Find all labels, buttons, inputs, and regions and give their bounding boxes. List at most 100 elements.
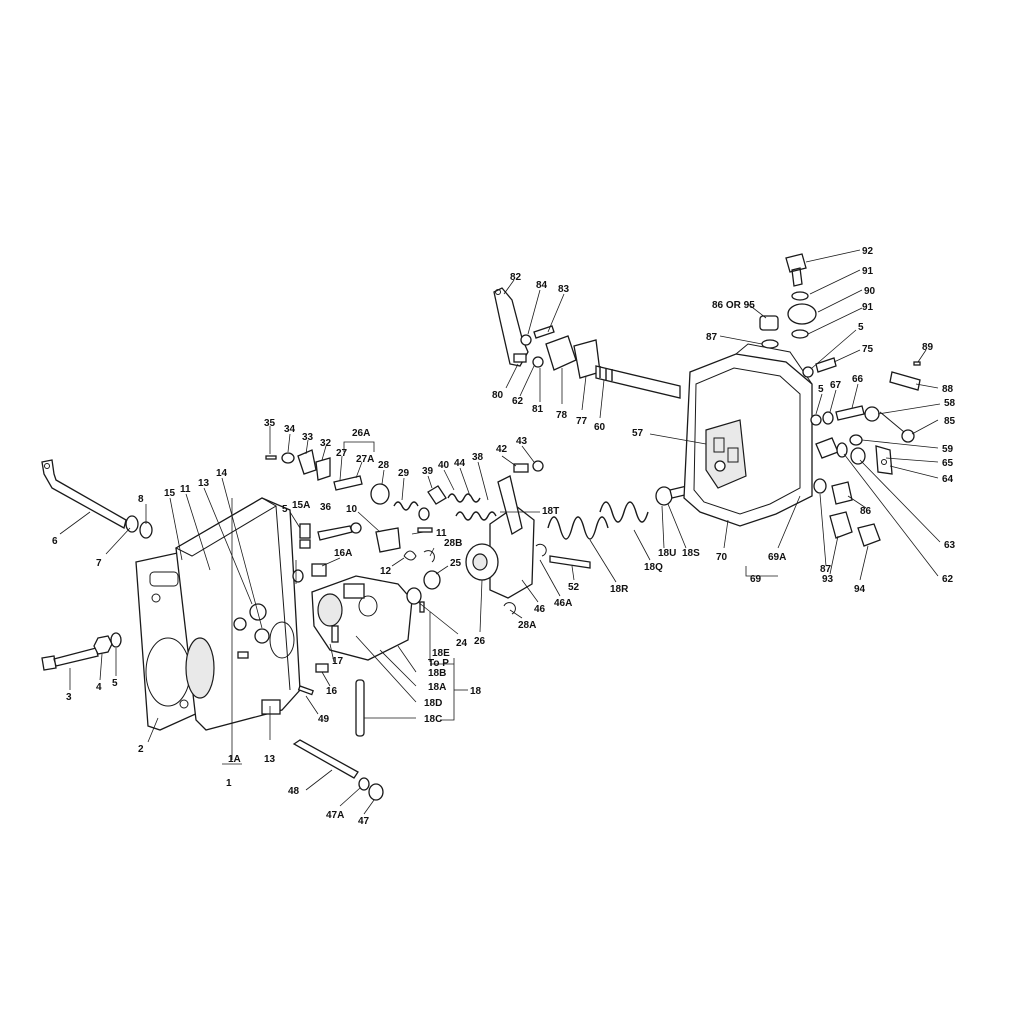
label-84: 84 bbox=[536, 280, 548, 291]
screw-part bbox=[315, 663, 329, 673]
label-64: 64 bbox=[942, 474, 954, 485]
pin-part bbox=[331, 625, 339, 643]
clip-part bbox=[403, 550, 417, 561]
washer-part bbox=[418, 507, 430, 521]
label-39: 39 bbox=[422, 466, 434, 477]
label-2: 2 bbox=[138, 744, 144, 755]
washer-part bbox=[125, 515, 139, 533]
weight-carrier-part bbox=[705, 419, 747, 489]
label-26A: 26A bbox=[352, 428, 370, 439]
pin-part bbox=[265, 455, 277, 460]
label-78: 78 bbox=[556, 410, 568, 421]
label-60: 60 bbox=[594, 422, 606, 433]
washer-part bbox=[358, 777, 370, 791]
label-11b: 11 bbox=[436, 528, 447, 539]
label-46: 46 bbox=[534, 604, 546, 615]
label-40: 40 bbox=[438, 460, 450, 471]
label-18C: 18C bbox=[424, 714, 442, 725]
label-66: 66 bbox=[852, 374, 864, 385]
screw-part bbox=[299, 523, 311, 539]
washer-part bbox=[292, 569, 304, 583]
label-94: 94 bbox=[854, 584, 866, 595]
label-38: 38 bbox=[472, 452, 484, 463]
rotor-assembly-group bbox=[265, 449, 715, 673]
label-91b: 91 bbox=[862, 302, 874, 313]
washer-part bbox=[822, 411, 834, 425]
ball-part bbox=[901, 429, 915, 443]
pump-housing-group bbox=[41, 459, 384, 801]
label-87: 87 bbox=[706, 332, 718, 343]
bolt-part bbox=[41, 647, 99, 671]
washer-part bbox=[791, 329, 809, 339]
plate-part bbox=[315, 457, 331, 481]
label-7: 7 bbox=[96, 558, 102, 569]
bolt-head bbox=[350, 522, 362, 534]
label-86b: 86 bbox=[860, 506, 872, 517]
pin-part bbox=[419, 601, 425, 613]
label-26: 26 bbox=[474, 636, 486, 647]
label-62b: 62 bbox=[942, 574, 954, 585]
pin-part bbox=[417, 527, 433, 533]
housing-boss bbox=[254, 628, 270, 644]
label-18D: 18D bbox=[424, 698, 442, 709]
washer-part bbox=[849, 434, 863, 446]
label-3: 3 bbox=[66, 692, 72, 703]
label-58: 58 bbox=[944, 398, 956, 409]
banjo-part bbox=[787, 303, 817, 325]
linkage-rod-part bbox=[41, 459, 127, 529]
label-42: 42 bbox=[496, 444, 508, 455]
rotor-port bbox=[358, 595, 378, 617]
label-17: 17 bbox=[332, 656, 344, 667]
label-80: 80 bbox=[492, 390, 504, 401]
label-85: 85 bbox=[944, 416, 956, 427]
label-47: 47 bbox=[358, 816, 370, 827]
label-91: 91 bbox=[862, 266, 874, 277]
pin-part bbox=[879, 411, 905, 433]
label-24: 24 bbox=[456, 638, 468, 649]
label-4: 4 bbox=[96, 682, 102, 693]
label-65: 65 bbox=[942, 458, 954, 469]
governor-arm-part bbox=[497, 475, 523, 536]
label-5c: 5 bbox=[858, 322, 864, 333]
washer-part bbox=[802, 366, 814, 378]
label-1A: 1A bbox=[228, 754, 241, 765]
label-75: 75 bbox=[862, 344, 874, 355]
label-36: 36 bbox=[320, 502, 332, 513]
cup-part bbox=[370, 483, 390, 505]
screw-part bbox=[299, 539, 311, 549]
nut-part bbox=[93, 635, 113, 655]
label-88: 88 bbox=[942, 384, 954, 395]
carrier-slot bbox=[713, 437, 725, 453]
label-77: 77 bbox=[576, 416, 588, 427]
washer-part bbox=[791, 291, 809, 301]
label-16: 16 bbox=[326, 686, 338, 697]
housing-flange bbox=[693, 367, 801, 515]
pin-part bbox=[913, 361, 921, 366]
carrier-pin bbox=[714, 460, 726, 472]
small-plug-part bbox=[237, 651, 249, 659]
shaft-part bbox=[292, 739, 359, 779]
governor-housing-part bbox=[683, 353, 813, 527]
label-87b: 87 bbox=[820, 564, 832, 575]
link-part bbox=[427, 485, 447, 505]
label-14: 14 bbox=[216, 468, 228, 479]
washer-part bbox=[139, 521, 153, 539]
housing-boss bbox=[233, 617, 247, 631]
label-1: 1 bbox=[226, 778, 232, 789]
part-labels: 6 7 8 3 4 5 2 15 11 13 14 1A 1 13 5 15A … bbox=[52, 246, 956, 827]
nut-part bbox=[532, 356, 544, 368]
label-32: 32 bbox=[320, 438, 332, 449]
rotor-boss bbox=[343, 583, 365, 599]
label-90: 90 bbox=[864, 286, 876, 297]
bolt-part bbox=[317, 525, 353, 541]
label-10: 10 bbox=[346, 504, 358, 515]
gasket-hole bbox=[151, 593, 161, 603]
label-29: 29 bbox=[398, 468, 410, 479]
label-ToP: To P bbox=[428, 658, 449, 669]
label-59: 59 bbox=[942, 444, 954, 455]
label-18: 18 bbox=[470, 686, 482, 697]
ring-part bbox=[836, 442, 848, 458]
label-48: 48 bbox=[288, 786, 300, 797]
ring-part bbox=[406, 587, 422, 605]
